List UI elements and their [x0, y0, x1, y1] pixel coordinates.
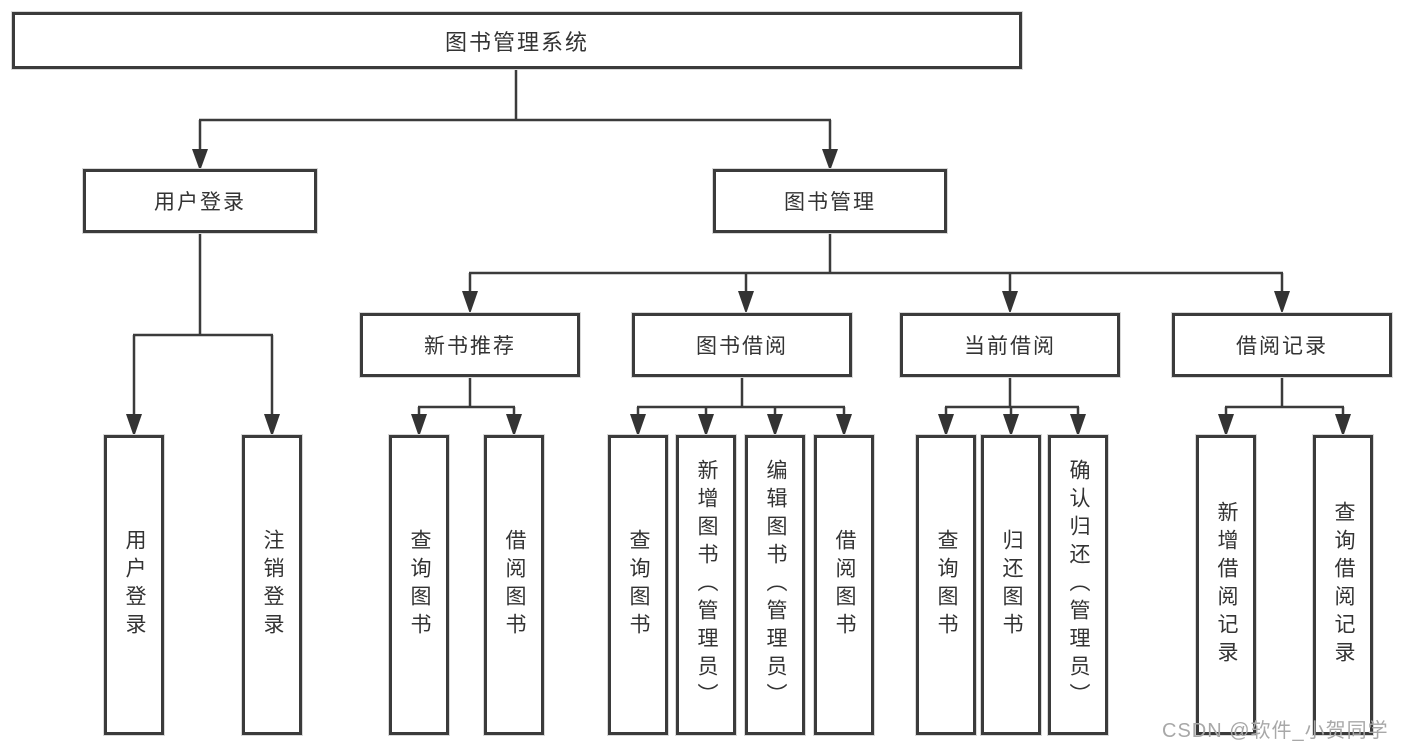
leaf-add-borrow-record: 新增借阅记录 — [1196, 435, 1256, 735]
leaf-borrow-books: 借阅图书 — [814, 435, 874, 735]
node-book-borrowing: 图书借阅 — [632, 313, 852, 377]
leaf-query-books-current: 查询图书 — [916, 435, 976, 735]
leaf-confirm-return-admin: 确认归还（管理员） — [1048, 435, 1108, 735]
leaf-user-login: 用户登录 — [104, 435, 164, 735]
node-user-login: 用户登录 — [83, 169, 317, 233]
node-current-borrowing: 当前借阅 — [900, 313, 1120, 377]
node-new-book-recommendation: 新书推荐 — [360, 313, 580, 377]
leaf-query-borrow-record: 查询借阅记录 — [1313, 435, 1373, 735]
leaf-logout: 注销登录 — [242, 435, 302, 735]
node-borrowing-records: 借阅记录 — [1172, 313, 1392, 377]
leaf-add-books-admin: 新增图书（管理员） — [676, 435, 736, 735]
leaf-borrow-books-rec: 借阅图书 — [484, 435, 544, 735]
arrowhead-icons — [126, 149, 1351, 437]
leaf-edit-books-admin: 编辑图书（管理员） — [745, 435, 805, 735]
leaf-query-books-rec: 查询图书 — [389, 435, 449, 735]
leaf-query-books-borrow: 查询图书 — [608, 435, 668, 735]
leaf-return-books: 归还图书 — [981, 435, 1041, 735]
root-node-library-system: 图书管理系统 — [12, 12, 1022, 69]
csdn-watermark: CSDN @软件_小贺同学 — [1162, 720, 1389, 742]
node-book-management: 图书管理 — [713, 169, 947, 233]
